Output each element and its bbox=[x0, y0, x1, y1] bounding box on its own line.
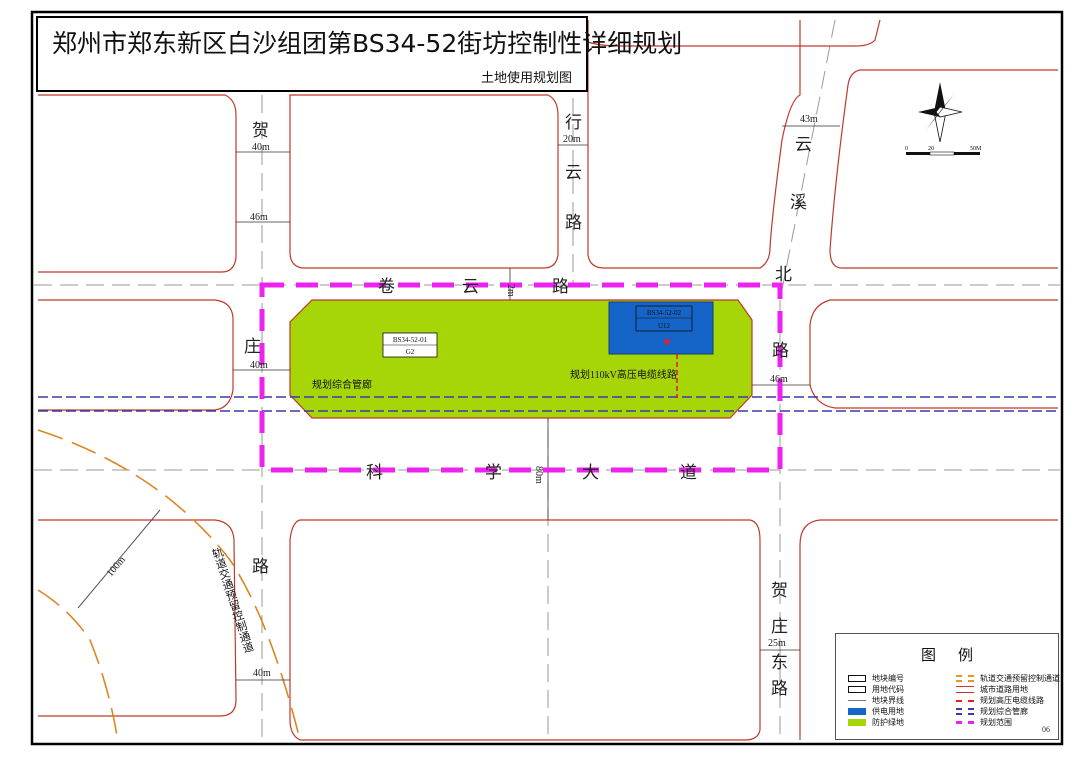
legend-item-hv-cable: 规划高压电缆线路 bbox=[956, 696, 1044, 705]
plan-boundary bbox=[259, 282, 783, 473]
parcel-02-code: U12 bbox=[658, 322, 671, 330]
block-top-right-strip bbox=[587, 20, 801, 269]
scale-bar: 0 20 50M bbox=[905, 146, 982, 156]
block-bottom-center bbox=[289, 519, 761, 741]
width-yunxibei: 46m bbox=[770, 374, 788, 385]
boundary-line-icon bbox=[848, 700, 866, 701]
scale-tick-0: 0 bbox=[905, 146, 908, 152]
hv-cable-icon bbox=[956, 699, 974, 702]
map-title: 郑州市郑东新区白沙组团第BS34-52街坊控制性详细规划 bbox=[52, 29, 683, 58]
sheet-number: 06 bbox=[1042, 725, 1050, 734]
scale-tick-20: 20 bbox=[928, 146, 934, 152]
block-top-center bbox=[289, 94, 559, 269]
road-hezhuangdong-1: 贺 bbox=[771, 581, 788, 600]
green-land-swatch-icon bbox=[848, 719, 866, 726]
road-juanyun-2: 云 bbox=[462, 277, 479, 296]
legend: 图例 地块编号 用地代码 地块界线 供电用地 防护绿地 轨道交通预留控制通道 城… bbox=[835, 633, 1060, 740]
road-land-icon bbox=[956, 686, 974, 693]
road-hezhuang-2: 庄 bbox=[244, 337, 261, 356]
road-yunxibei-1: 云 bbox=[795, 135, 812, 154]
north-arrow-icon bbox=[918, 82, 963, 143]
legend-item-parcel-boundary: 地块界线 bbox=[848, 696, 904, 705]
road-juanyun-1: 卷 bbox=[378, 277, 395, 296]
width-hezhuang-1: 40m bbox=[252, 142, 270, 153]
parcel-01-id: BS34-52-01 bbox=[393, 336, 428, 344]
block-mid-right bbox=[809, 299, 1058, 409]
parcel-id-box-icon bbox=[848, 675, 866, 682]
parcel-label-01: BS34-52-01 G2 bbox=[382, 332, 438, 358]
width-hezhuangdong: 25m bbox=[768, 638, 786, 649]
power-land-swatch-icon bbox=[848, 708, 866, 715]
road-hezhuang-3: 路 bbox=[252, 557, 269, 576]
parcel-label-02: BS34-52-02 U12 bbox=[635, 305, 693, 332]
width-hezhuang-4: 40m bbox=[253, 668, 271, 679]
block-mid-left bbox=[38, 299, 234, 411]
width-hangyun: 20m bbox=[563, 134, 581, 145]
block-top-left bbox=[38, 94, 237, 273]
utility-tunnel-lines bbox=[38, 396, 1058, 412]
road-yunxibei-2: 溪 bbox=[790, 193, 807, 212]
legend-item-utility-tunnel: 规划综合管廊 bbox=[956, 707, 1028, 716]
map-subtitle: 土地使用规划图 bbox=[480, 71, 572, 86]
road-kexue-3: 大 bbox=[582, 463, 599, 482]
title-block: 郑州市郑东新区白沙组团第BS34-52街坊控制性详细规划 土地使用规划图 bbox=[36, 16, 682, 92]
width-kexue: 80m bbox=[533, 466, 544, 484]
block-boundaries bbox=[38, 19, 1058, 741]
legend-item-plan-boundary: 规划范围 bbox=[956, 718, 1012, 727]
legend-item-land-code: 用地代码 bbox=[848, 685, 904, 694]
block-bottom-right bbox=[799, 519, 1058, 740]
legend-item-power-land: 供电用地 bbox=[848, 707, 904, 716]
land-code-box-icon bbox=[848, 686, 866, 693]
road-kexue-1: 科 bbox=[366, 463, 383, 482]
cable-line-label: 规划110kV高压电缆线路 bbox=[570, 368, 677, 381]
block-right-upper bbox=[829, 69, 1058, 269]
road-yunxibei-4: 路 bbox=[772, 341, 789, 360]
legend-title: 图例 bbox=[920, 646, 995, 664]
road-hangyun-3: 路 bbox=[565, 213, 582, 232]
road-kexue-4: 道 bbox=[680, 463, 697, 482]
legend-item-road-land: 城市道路用地 bbox=[956, 685, 1028, 694]
legend-item-parcel-id: 地块编号 bbox=[848, 674, 904, 683]
parcel-01-code: G2 bbox=[406, 348, 415, 356]
road-hezhuangdong-4: 路 bbox=[771, 679, 788, 698]
road-hangyun-2: 云 bbox=[565, 163, 582, 182]
pipe-corridor-label: 规划综合管廊 bbox=[312, 378, 372, 391]
road-hangyun-1: 行 bbox=[565, 113, 582, 132]
road-hezhuangdong-3: 东 bbox=[771, 653, 788, 672]
legend-item-rail-corridor: 轨道交通预留控制通道 bbox=[956, 674, 1060, 683]
road-juanyun-3: 路 bbox=[552, 277, 569, 296]
road-hezhuang-1: 贺 bbox=[252, 121, 269, 140]
road-kexue-2: 学 bbox=[485, 463, 502, 482]
rail-corridor-arcs bbox=[37, 429, 301, 743]
road-hezhuangdong-2: 庄 bbox=[771, 617, 788, 636]
width-yunxibei-top: 43m bbox=[800, 114, 818, 125]
plan-boundary-icon bbox=[956, 721, 974, 724]
rail-corridor-icon bbox=[956, 675, 974, 682]
road-yunxibei-3: 北 bbox=[775, 265, 792, 284]
block-bottom-left bbox=[38, 519, 237, 717]
parcel-02-id: BS34-52-02 bbox=[647, 309, 682, 317]
substation-marker: ✦ bbox=[662, 335, 672, 349]
scale-tick-50: 50M bbox=[970, 146, 982, 152]
block-top-right-upper bbox=[587, 19, 881, 47]
width-hezhuang-2: 46m bbox=[250, 212, 268, 223]
utility-tunnel-icon bbox=[956, 708, 974, 715]
legend-item-green-land: 防护绿地 bbox=[848, 718, 904, 727]
rail-distance-line bbox=[77, 509, 161, 609]
width-hezhuang-3: 40m bbox=[250, 360, 268, 371]
width-juanyun: 2m bbox=[505, 284, 516, 297]
